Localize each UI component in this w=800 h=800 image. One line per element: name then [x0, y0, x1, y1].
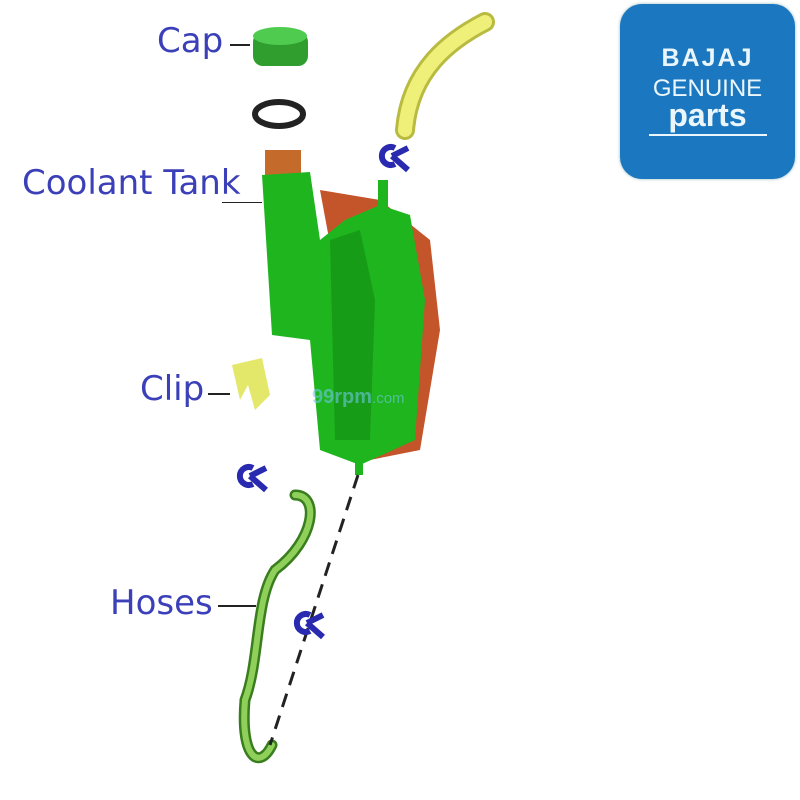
- label-coolant-tank: Coolant Tank: [22, 163, 241, 203]
- hose-clip-middle: [236, 464, 268, 493]
- dashed-connector: [268, 474, 360, 746]
- leader-cap: [230, 44, 250, 46]
- leader-hoses: [218, 605, 256, 607]
- hose-clip-lower: [293, 611, 325, 640]
- hose-clip-upper: [378, 144, 410, 173]
- logo-underline: [648, 134, 767, 136]
- leader-clip: [208, 393, 230, 395]
- cap-part: [253, 27, 308, 66]
- clip-part: [232, 358, 270, 410]
- leader-coolant-tank: [222, 202, 262, 203]
- coolant-tank-part: [262, 150, 425, 475]
- label-cap: Cap: [157, 21, 224, 61]
- bajaj-genuine-parts-logo: BAJAJ GENUINE parts: [620, 4, 795, 179]
- watermark: 99rpm.com: [312, 386, 405, 408]
- label-clip: Clip: [140, 369, 205, 409]
- label-hoses: Hoses: [110, 583, 213, 623]
- o-ring-part: [252, 99, 306, 129]
